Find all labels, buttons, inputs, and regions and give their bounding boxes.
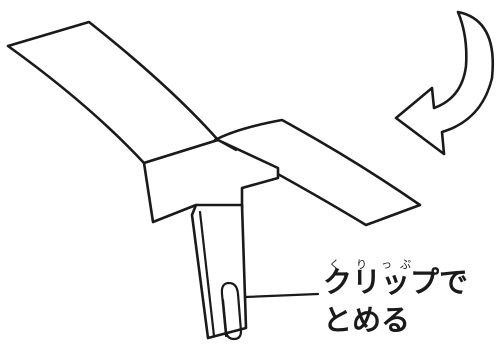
ruby-tsu: っ (381, 258, 392, 271)
curved-arrow-down-left-icon (394, 10, 495, 156)
helicopter-stem (190, 203, 248, 340)
left-rotor-blade (6, 20, 220, 165)
body-fold-line (216, 138, 238, 152)
caption-line-1: クリップで (323, 265, 469, 299)
helicopter-body (142, 138, 280, 224)
stem-fold-line (198, 210, 216, 338)
ruby-pu: ぷ (400, 258, 411, 271)
paperclip-icon (220, 281, 243, 341)
caption-line-2: とめる (323, 303, 411, 337)
ruby-ku: く (329, 258, 340, 271)
ruby-ri: り (356, 258, 367, 271)
right-rotor-blade (213, 118, 422, 227)
leader-line (243, 292, 320, 299)
